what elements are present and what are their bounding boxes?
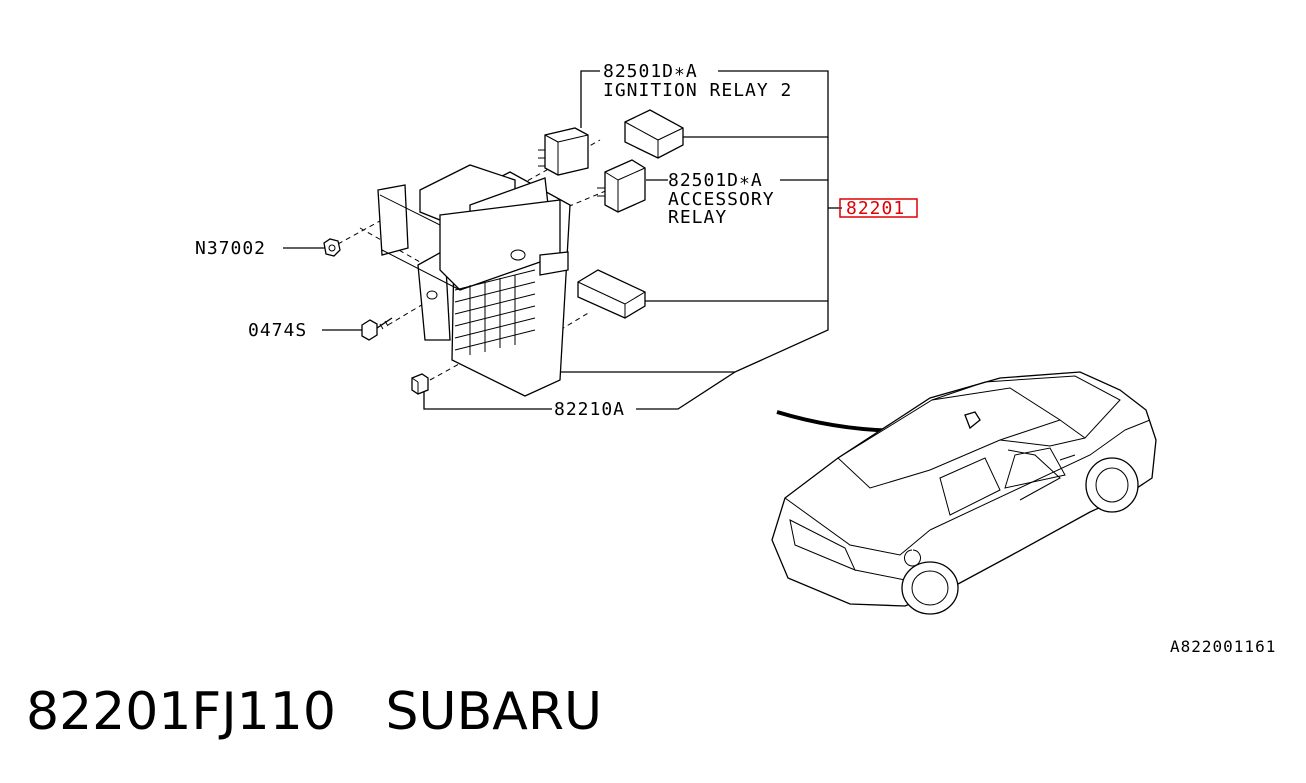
- leader-lines: [283, 70, 842, 410]
- figure-id-label: A822001161: [1170, 637, 1276, 656]
- clip-icon: [411, 373, 429, 395]
- fuse-box: [377, 164, 571, 397]
- acc-relay-name-label-2: RELAY: [668, 207, 727, 228]
- highlight-box: [839, 198, 918, 218]
- caption-part-number: 82201FJ110: [26, 682, 336, 742]
- accessory-relay: [597, 159, 646, 213]
- relay-socket-upper: [624, 109, 684, 159]
- car-illustration: [771, 371, 1157, 615]
- nut-label: N37002: [195, 238, 266, 259]
- relay2-part-label: 82501D∗A: [603, 61, 698, 82]
- nut-icon: [323, 238, 341, 257]
- relay2-name-label: IGNITION RELAY 2: [603, 80, 792, 101]
- caption: 82201FJ110 SUBARU: [26, 682, 602, 742]
- highlighted-part[interactable]: 82201: [839, 198, 918, 219]
- fuse-grid: [454, 269, 536, 355]
- relay-socket-lower: [577, 269, 646, 319]
- bracket-label: 82210A: [554, 399, 625, 420]
- ignition-relay-2: [538, 127, 589, 176]
- bolt-icon: [361, 317, 393, 341]
- main-part-label: 82201: [846, 198, 905, 219]
- acc-relay-part-label: 82501D∗A: [668, 170, 763, 191]
- caption-brand: SUBARU: [385, 682, 603, 742]
- acc-relay-name-label-1: ACCESSORY: [668, 189, 775, 210]
- bolt-label: 0474S: [248, 320, 307, 341]
